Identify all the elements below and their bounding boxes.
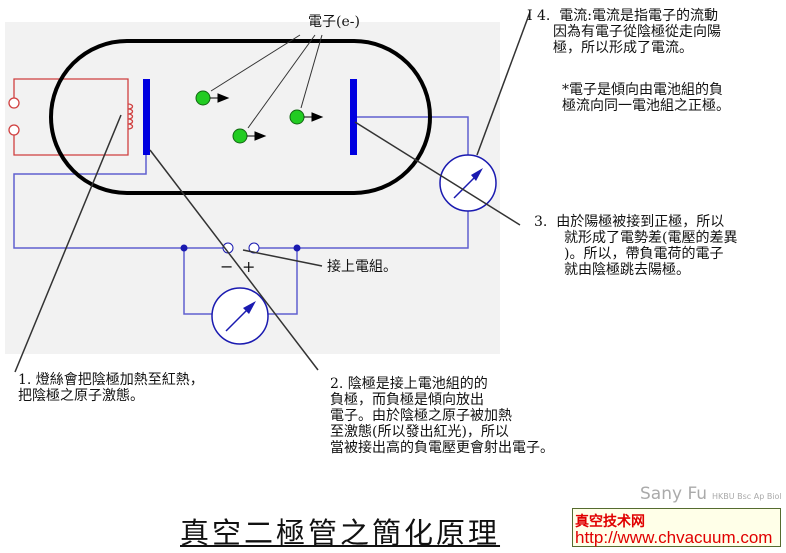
plus-sign: + bbox=[242, 257, 256, 276]
junction-dot bbox=[180, 244, 188, 252]
site-badge[interactable]: 真空技术网 http://www.chvacuum.com bbox=[572, 508, 781, 547]
battery-terminal-positive bbox=[248, 242, 260, 254]
cathode bbox=[143, 79, 150, 155]
filament-coil-icon bbox=[127, 103, 134, 130]
electron-label: 電子(e-) bbox=[308, 14, 360, 30]
note-1: 1. 燈絲會把陰極加熱至紅熱，把陰極之原子激態。 bbox=[18, 372, 204, 404]
note-3: 3. 由於陽極被接到正極，所以就形成了電勢差(電壓的差異)。所以，帶負電荷的電子… bbox=[534, 214, 738, 278]
electrons bbox=[195, 90, 324, 144]
note-4-footnote: *電子是傾向由電池組的負極流向同一電池組之正極。 bbox=[562, 82, 730, 114]
battery-label: 接上電組。 bbox=[327, 259, 397, 275]
junction-dot bbox=[293, 244, 301, 252]
site-name: 真空技术网 bbox=[575, 514, 645, 530]
electron-2 bbox=[232, 128, 267, 144]
watermark-author: Sany Fu bbox=[640, 484, 708, 504]
electron-3 bbox=[289, 109, 324, 125]
voltmeter-icon bbox=[211, 287, 269, 345]
site-url-link[interactable]: http://www.chvacuum.com bbox=[575, 528, 773, 547]
filament-circuit bbox=[8, 78, 134, 156]
circuit-wires bbox=[13, 116, 469, 315]
vacuum-tube bbox=[49, 39, 432, 195]
note-4: I 4. 電流:電流是指電子的流動因為有電子從陰極從走向陽極，所以形成了電流。 bbox=[527, 8, 721, 56]
leader-lines bbox=[14, 11, 531, 373]
minus-sign: − bbox=[220, 257, 234, 276]
anode bbox=[350, 79, 357, 155]
ammeter-icon bbox=[439, 154, 497, 212]
electron-1 bbox=[195, 90, 230, 106]
page-title: 真空二極管之簡化原理 bbox=[180, 516, 501, 550]
watermark-subtitle: HKBU Bsc Ap Biol bbox=[712, 492, 782, 501]
note-2: 2. 陰極是接上電池組的的負極，而負極是傾向放出電子。由於陰極之原子被加熱至激態… bbox=[330, 376, 554, 456]
